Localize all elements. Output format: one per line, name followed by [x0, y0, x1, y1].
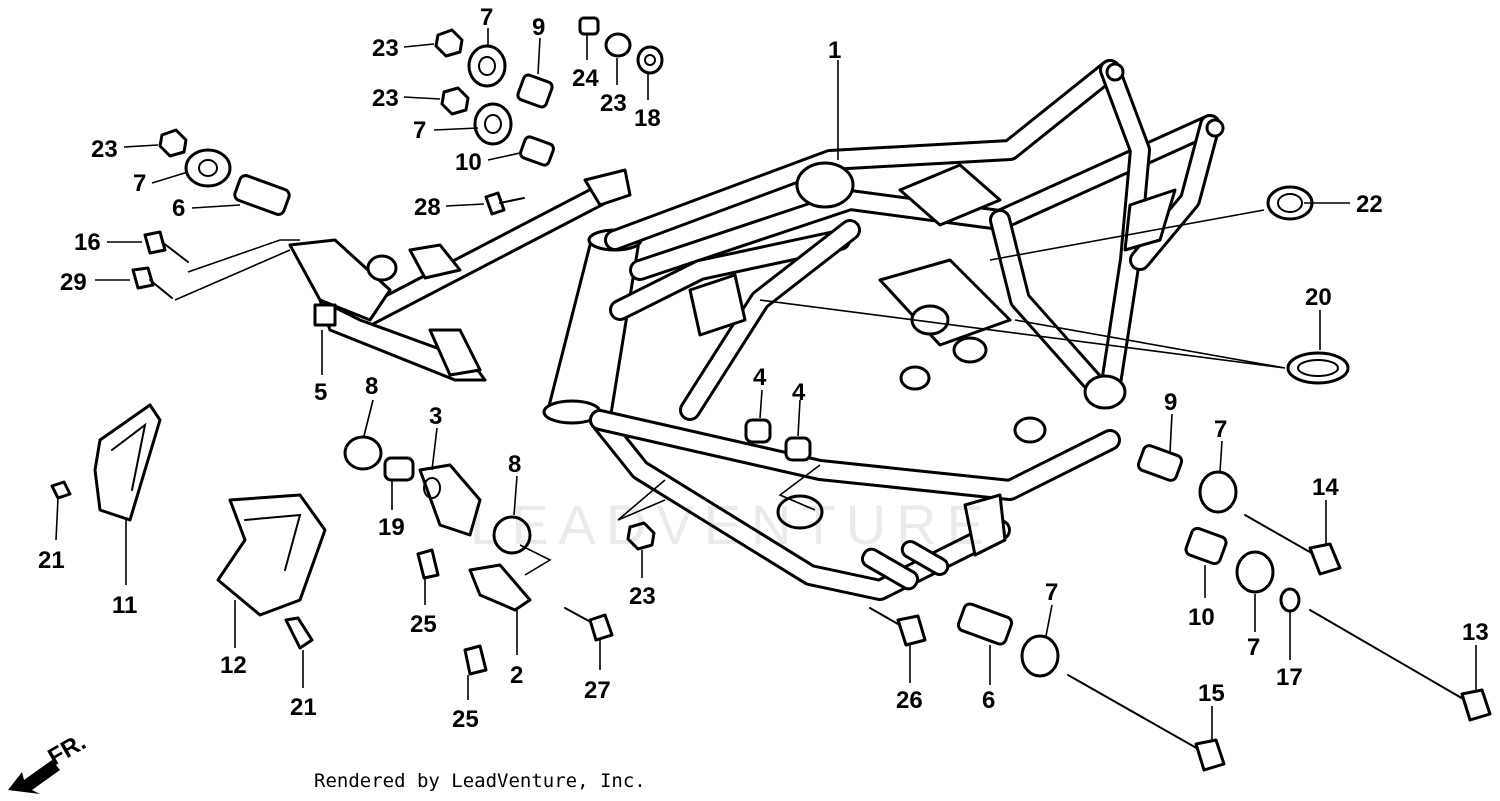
cushion-8-b[interactable]	[492, 515, 532, 555]
bolt-26[interactable]	[869, 607, 927, 647]
callout-11: 11	[112, 592, 137, 619]
callout-26: 26	[896, 687, 923, 714]
clamp-20[interactable]	[1286, 351, 1350, 385]
callout-9: 9	[532, 14, 545, 41]
callout-19: 19	[378, 514, 405, 541]
callout-7: 7	[413, 117, 426, 144]
cushion-7-a[interactable]	[467, 44, 507, 88]
cushion-7-e[interactable]	[1235, 550, 1275, 594]
callout-17: 17	[1276, 664, 1303, 691]
callout-7: 7	[1045, 579, 1058, 606]
collar-24[interactable]	[578, 16, 600, 36]
collar-9-b[interactable]	[1136, 444, 1184, 482]
callout-9: 9	[1164, 389, 1177, 416]
callout-4: 4	[792, 379, 806, 406]
bolt-16[interactable]	[143, 230, 189, 263]
cushion-7-f[interactable]	[1020, 634, 1060, 678]
collar-4-b[interactable]	[784, 436, 812, 462]
clamp-22[interactable]	[1266, 185, 1314, 221]
bolt-29[interactable]	[131, 266, 173, 299]
callout-23: 23	[629, 583, 656, 610]
callout-23: 23	[600, 90, 627, 117]
callout-29: 29	[60, 269, 87, 296]
callout-14: 14	[1312, 474, 1339, 501]
callout-22: 22	[1356, 191, 1383, 218]
callout-1: 1	[828, 37, 841, 64]
frame-body[interactable]	[542, 59, 1225, 601]
collar-4-a[interactable]	[744, 418, 772, 444]
callout-13: 13	[1462, 619, 1489, 646]
cover-12[interactable]	[216, 493, 327, 617]
bolt-14[interactable]	[1244, 514, 1342, 576]
callout-10: 10	[1188, 604, 1215, 631]
cover-11[interactable]	[93, 403, 162, 522]
callout-labels: 1 2 3 4 4 5 6 6 7 7 7 7 7 7 8 8 9 9 10 1…	[38, 4, 1489, 733]
washer-18[interactable]	[636, 45, 664, 75]
bracket-3[interactable]	[418, 463, 482, 537]
callout-8: 8	[365, 373, 378, 400]
callout-8: 8	[508, 451, 521, 478]
nut-23-b[interactable]	[440, 86, 470, 116]
callout-7: 7	[133, 170, 146, 197]
collar-19[interactable]	[383, 456, 415, 482]
callout-2: 2	[510, 662, 523, 689]
callout-23: 23	[91, 136, 118, 163]
bolt-25-a[interactable]	[416, 548, 440, 580]
bolt-21-b[interactable]	[284, 616, 314, 650]
callout-25: 25	[410, 611, 437, 638]
bolt-25-b[interactable]	[463, 644, 488, 676]
collar-6-a[interactable]	[233, 174, 291, 216]
callout-27: 27	[584, 677, 611, 704]
callout-6: 6	[982, 687, 995, 714]
callout-10: 10	[455, 149, 482, 176]
cushion-7-b[interactable]	[473, 102, 513, 146]
watermark: LEADVENTURE	[470, 493, 994, 556]
callout-16: 16	[74, 229, 101, 256]
callout-6: 6	[172, 195, 185, 222]
callout-15: 15	[1198, 680, 1225, 707]
callout-7: 7	[1247, 634, 1260, 661]
callout-20: 20	[1305, 284, 1332, 311]
collar-6-b[interactable]	[956, 602, 1014, 646]
callout-21: 21	[290, 694, 317, 721]
nut-23-e[interactable]	[626, 521, 656, 551]
callout-28: 28	[414, 194, 441, 221]
callout-5: 5	[314, 379, 327, 406]
bracket-2[interactable]	[468, 563, 532, 612]
bolt-21-a[interactable]	[50, 480, 72, 500]
collar-9-a[interactable]	[516, 73, 554, 109]
callout-21: 21	[38, 547, 65, 574]
callout-3: 3	[429, 403, 442, 430]
cushion-8-a[interactable]	[343, 435, 383, 471]
leader-lines	[55, 28, 1477, 742]
washer-17[interactable]	[1279, 587, 1301, 613]
callout-4: 4	[753, 364, 767, 391]
cushion-7-d[interactable]	[1198, 470, 1238, 514]
bolt-27[interactable]	[564, 607, 614, 642]
callout-18: 18	[634, 105, 661, 132]
front-engine-hanger[interactable]	[288, 168, 632, 382]
bolt-15[interactable]	[1067, 674, 1226, 772]
cushion-7-c[interactable]	[184, 148, 232, 188]
callout-12: 12	[220, 652, 247, 679]
nut-23-d[interactable]	[604, 32, 632, 58]
callout-7: 7	[480, 4, 493, 31]
callout-25: 25	[452, 706, 479, 733]
callout-23: 23	[372, 85, 399, 112]
callout-23: 23	[372, 35, 399, 62]
front-arrow-icon: FR.	[8, 728, 90, 794]
collar-10-a[interactable]	[519, 135, 555, 167]
nut-23-c[interactable]	[158, 128, 188, 158]
collar-10-b[interactable]	[1184, 526, 1228, 566]
nut-23-a[interactable]	[434, 28, 464, 58]
bolt-28[interactable]	[484, 191, 525, 216]
callout-7: 7	[1214, 416, 1227, 443]
credit-text: Rendered by LeadVenture, Inc.	[314, 770, 646, 792]
callout-24: 24	[572, 65, 599, 92]
